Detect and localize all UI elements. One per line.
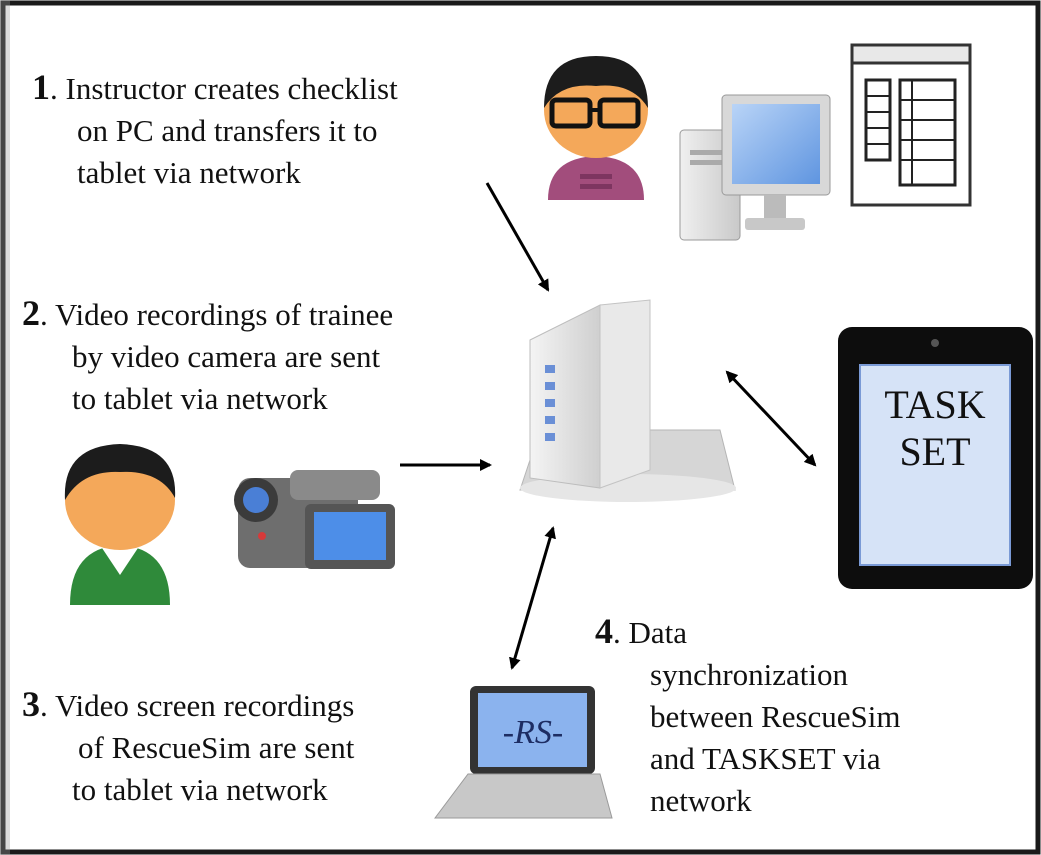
- step-3-line-1: Video screen recordings: [54, 688, 355, 723]
- step-1-text: 1. Instructor creates checklist on PC an…: [32, 66, 398, 194]
- step-2-line-1: Video recordings of trainee: [54, 297, 394, 332]
- step-4-text: 4. Data synchronization between RescueSi…: [595, 610, 901, 822]
- arrow-server-tablet: [725, 370, 817, 467]
- step-1-number: 1: [32, 67, 50, 107]
- trainee-icon: [64, 444, 176, 605]
- laptop-screen-label: -RS-: [503, 714, 563, 751]
- instructor-icon: [544, 56, 648, 200]
- step-4-line-4: and TASKSET via: [650, 741, 881, 776]
- arrow-pc-to-server: [485, 182, 550, 292]
- tablet-label-line1: TASK: [884, 382, 985, 427]
- step-4-line-2: synchronization: [650, 657, 849, 692]
- video-camera-icon: [234, 470, 395, 569]
- laptop-icon: -RS-: [434, 686, 613, 819]
- step-1-line-1: Instructor creates checklist: [65, 71, 398, 106]
- step-1-line-2: on PC and transfers it to: [77, 113, 378, 148]
- step-4-line-1: Data: [628, 615, 688, 650]
- step-3-line-2: of RescueSim are sent: [78, 730, 355, 765]
- step-2-line-2: by video camera are sent: [72, 339, 381, 374]
- checklist-document-icon: [850, 43, 972, 207]
- step-2-number: 2: [22, 293, 40, 333]
- desktop-pc-icon: [679, 94, 831, 241]
- step-3-number: 3: [22, 684, 40, 724]
- step-3-line-3: to tablet via network: [72, 772, 328, 807]
- tablet-icon: TASK SET: [838, 327, 1033, 589]
- step-4-number: 4: [595, 611, 613, 651]
- step-4-line-5: network: [650, 783, 752, 818]
- step-2-line-3: to tablet via network: [72, 381, 328, 416]
- server-icon: [519, 299, 736, 502]
- tablet-label-line2: SET: [899, 429, 970, 474]
- arrow-server-laptop: [509, 526, 556, 670]
- step-2-text: 2. Video recordings of trainee by video …: [22, 292, 393, 420]
- step-4-line-3: between RescueSim: [650, 699, 901, 734]
- step-1-line-3: tablet via network: [77, 155, 301, 190]
- step-3-text: 3. Video screen recordings of RescueSim …: [22, 683, 354, 811]
